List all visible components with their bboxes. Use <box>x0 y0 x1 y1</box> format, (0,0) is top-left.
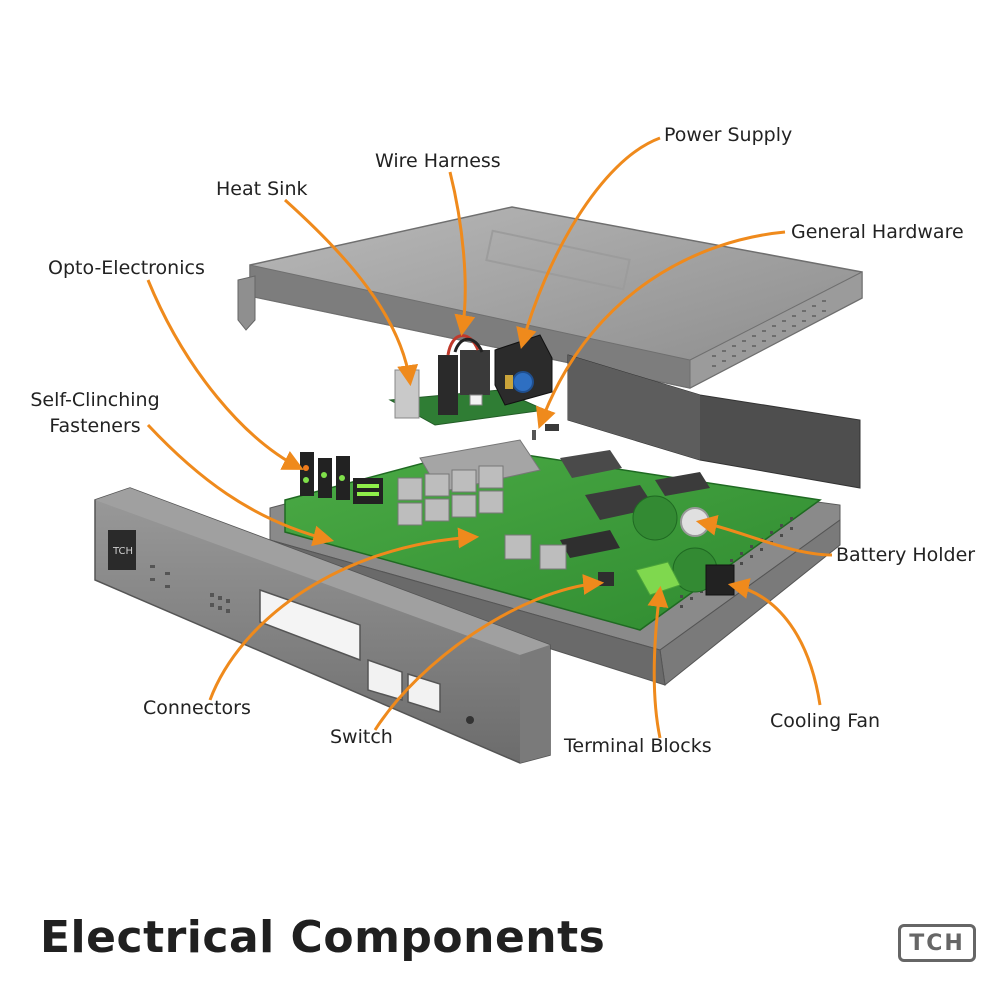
label-wire-harness: Wire Harness <box>375 150 501 172</box>
label-connectors: Connectors <box>143 697 251 719</box>
front-panel-logo: TCH <box>112 546 133 557</box>
label-heat-sink: Heat Sink <box>216 178 308 200</box>
label-power-supply: Power Supply <box>664 124 793 146</box>
arrow-heat-sink <box>283 198 419 387</box>
label-switch: Switch <box>330 726 393 748</box>
label-cooling-fan: Cooling Fan <box>770 710 881 732</box>
label-self-clinching-line1: Self-Clinching <box>30 389 160 411</box>
page-title: Electrical Components <box>40 912 606 963</box>
arrow-opto-electronics <box>146 279 304 470</box>
callout-arrows <box>146 136 833 739</box>
arrow-cooling-fan <box>727 578 822 706</box>
label-general-hardware: General Hardware <box>791 221 964 243</box>
power-supply-assembly <box>388 334 553 426</box>
label-opto-electronics: Opto-Electronics <box>48 257 205 279</box>
arrow-power-supply <box>516 136 661 350</box>
main-board <box>269 439 841 686</box>
tch-logo-text: TCH <box>909 930 965 956</box>
rear-panel <box>567 354 861 489</box>
hardware-pieces <box>532 424 559 440</box>
label-battery-holder: Battery Holder <box>836 544 976 566</box>
arrow-terminal-blocks <box>647 585 669 739</box>
arrow-battery-holder <box>695 515 833 557</box>
front-bezel: TCH <box>94 487 551 764</box>
arrow-connectors <box>208 527 480 701</box>
arrow-general-hardware <box>536 230 786 429</box>
arrow-switch <box>373 574 605 731</box>
label-self-clinching-line2: Fasteners <box>49 415 141 437</box>
label-terminal-blocks: Terminal Blocks <box>564 735 712 757</box>
arrow-self-clinching <box>146 423 335 547</box>
tch-logo: TCH <box>898 924 976 962</box>
led-indicators <box>300 452 383 504</box>
label-self-clinching-fasteners: Self-Clinching Fasteners <box>28 387 162 439</box>
arrow-wire-harness <box>448 171 476 337</box>
